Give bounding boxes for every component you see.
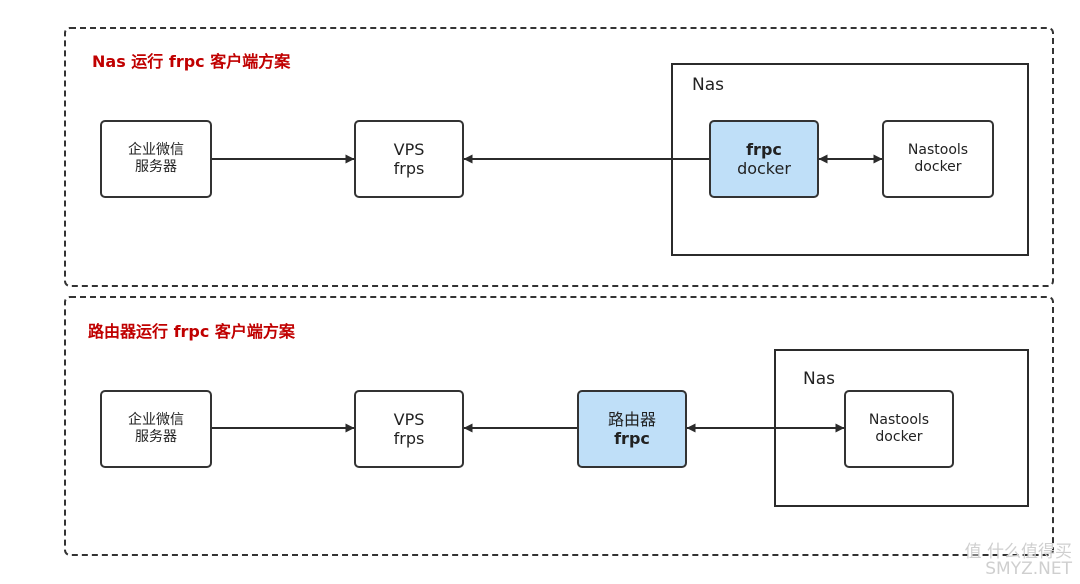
vps-frps-node: VPS frps xyxy=(354,390,464,468)
node-label-line1: 企业微信 xyxy=(128,412,184,429)
node-label-line2: docker xyxy=(737,159,791,178)
wecom-server-node: 企业微信 服务器 xyxy=(100,390,212,468)
diagram-panel-nas-frpc xyxy=(64,27,1054,287)
router-frpc-node: 路由器 frpc xyxy=(577,390,687,468)
diagram-panel-router-frpc xyxy=(64,296,1054,556)
nastools-docker-node: Nastools docker xyxy=(844,390,954,468)
nastools-docker-node: Nastools docker xyxy=(882,120,994,198)
node-label-line2: docker xyxy=(875,429,923,445)
node-label-line1: frpc xyxy=(746,139,782,159)
nas-group-label: Nas xyxy=(803,369,835,389)
nas-group-label: Nas xyxy=(692,75,724,95)
frpc-docker-node: frpc docker xyxy=(709,120,819,198)
node-label-line1: 企业微信 xyxy=(128,142,184,159)
panel-title-nas-frpc: Nas 运行 frpc 客户端方案 xyxy=(92,52,291,71)
node-label-line1: VPS xyxy=(393,409,425,429)
node-label-line2: frpc xyxy=(614,429,650,448)
node-label-line2: 服务器 xyxy=(135,429,177,445)
node-label-line2: 服务器 xyxy=(135,159,177,175)
node-label-line1: 路由器 xyxy=(607,409,656,429)
watermark-logo-text: 值 什么值得买 xyxy=(964,542,1072,562)
vps-frps-node: VPS frps xyxy=(354,120,464,198)
node-label-line1: Nastools xyxy=(907,142,969,159)
watermark-site-text: SMYZ.NET xyxy=(985,559,1072,579)
panel-title-router-frpc: 路由器运行 frpc 客户端方案 xyxy=(88,322,295,341)
site-watermark: 值 什么值得买 SMYZ.NET xyxy=(965,544,1072,578)
node-label-line2: docker xyxy=(914,159,962,175)
node-label-line1: Nastools xyxy=(868,412,930,429)
wecom-server-node: 企业微信 服务器 xyxy=(100,120,212,198)
node-label-line1: VPS xyxy=(393,139,425,159)
node-label-line2: frps xyxy=(393,159,425,178)
node-label-line2: frps xyxy=(393,429,425,448)
